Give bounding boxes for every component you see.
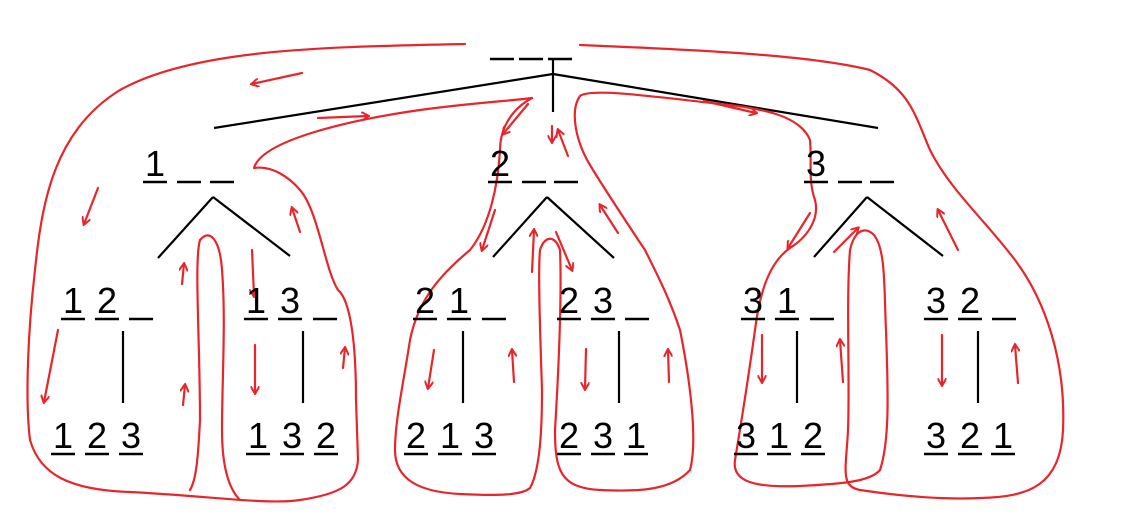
slot-digit: 1 [440,415,460,456]
slot-digit: 1 [777,280,797,321]
slot-digit: 2 [97,280,117,321]
trace-arrow [482,208,497,250]
slot-digit: 2 [559,280,579,321]
trace-arrow [252,71,304,84]
slot-digit: 1 [53,415,73,456]
slot-digit: 2 [559,415,579,456]
trace-arrow [788,211,812,248]
trace-arrow [938,210,960,252]
trace-arrow [668,350,669,384]
node-level1-2: 2 [488,143,578,184]
trace-inner-loop-1 [188,234,242,502]
trace-arrow [532,230,534,274]
slot-digit: 1 [626,415,646,456]
trace-arrow [1015,345,1018,385]
slot-digit: 2 [406,415,426,456]
trace-outline-middle [393,43,1065,500]
slot-digit: 1 [769,415,789,456]
node-level1-1: 1 [143,143,234,184]
trace-arrow [44,328,60,402]
node-level1-3: 3 [804,143,894,184]
trace-arrow [183,385,185,407]
trace-arrow [503,102,530,134]
trace-outline-left [26,42,534,503]
slot-digit: 1 [449,280,469,321]
edge-root-left [213,72,554,130]
edge-3-to-31 [813,196,868,258]
slot-digit: 3 [593,415,613,456]
trace-arrow [84,186,100,224]
tree-edges [121,60,980,403]
edge-1-to-13 [212,196,291,257]
slot-digit: 3 [121,415,141,456]
edge-2-to-23 [546,196,615,259]
trace-arrow [554,230,572,270]
slot-digit: 1 [145,143,165,184]
edge-2-to-21 [492,196,548,258]
slot-digit: 2 [87,415,107,456]
trace-arrow [585,347,586,389]
trace-arrow [832,228,858,254]
slot-digit: 3 [806,143,826,184]
slot-digit: 3 [743,280,763,321]
trace-arrow [600,205,620,235]
trace-arrow [182,264,184,286]
slot-digit: 2 [415,280,435,321]
slot-digit: 3 [282,415,302,456]
slot-digit: 1 [248,415,268,456]
trace-arrow [316,116,368,118]
trace-arrow [558,130,570,158]
edge-root-right [552,72,879,130]
slot-digit: 2 [960,280,980,321]
edge-1-to-12 [157,196,214,259]
slot-digit: 3 [736,415,756,456]
trace-arrow [343,348,345,370]
slot-digit: 2 [316,415,336,456]
slot-digit: 1 [63,280,83,321]
slot-digit: 1 [993,415,1013,456]
trace-arrows [44,71,1018,407]
slot-digit: 3 [474,415,494,456]
traversal-trace [26,42,1065,503]
slot-digit: 1 [246,280,266,321]
slot-digit: 3 [926,280,946,321]
slot-digit: 3 [926,415,946,456]
trace-arrow [840,340,843,384]
trace-arrow [428,348,436,388]
trace-arrow [252,248,254,296]
slot-digit: 2 [960,415,980,456]
trace-arrow [512,350,514,384]
edge-3-to-32 [866,196,944,257]
trace-arrow [702,99,756,113]
slot-digit: 2 [803,415,823,456]
trace-arrow [292,208,302,234]
slot-digit: 3 [593,280,613,321]
slot-digit: 3 [280,280,300,321]
slot-digit: 2 [490,143,510,184]
